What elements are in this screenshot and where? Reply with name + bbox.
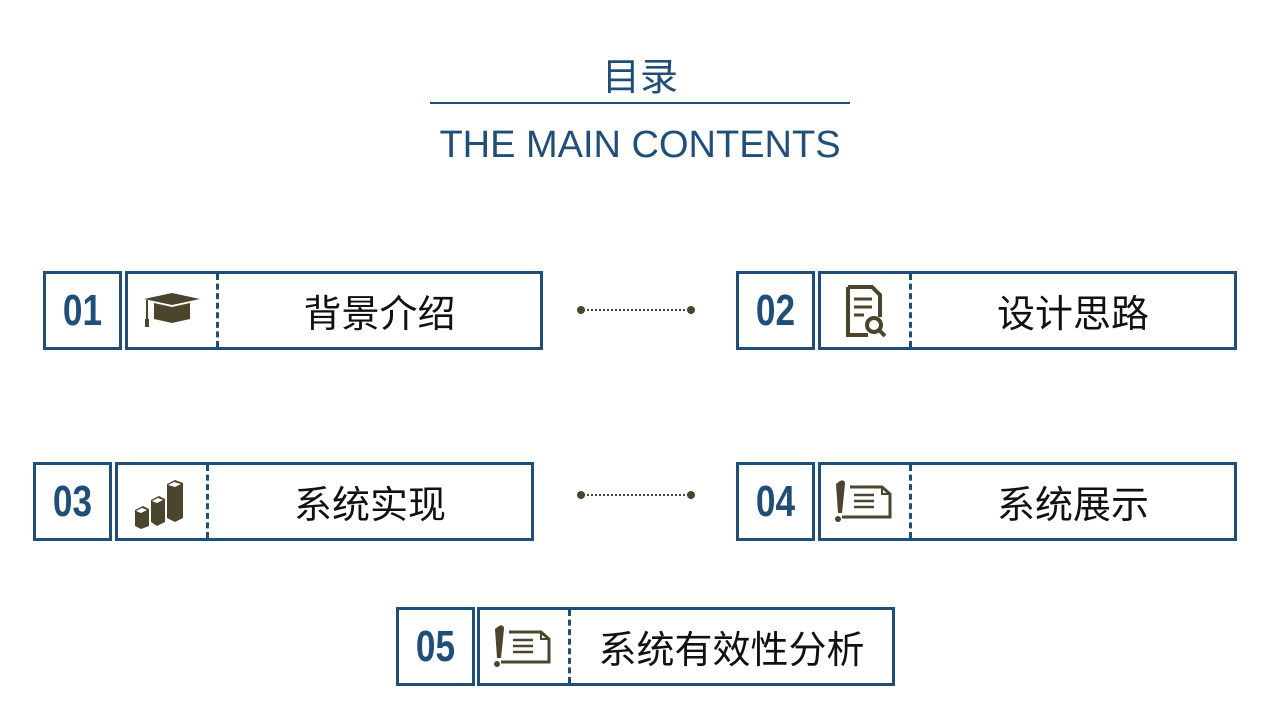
toc-item-04[interactable]: 系统展示 (818, 462, 1237, 541)
item-number-02: 02 (736, 271, 815, 350)
dotted-connector (577, 306, 695, 314)
toc-item-05[interactable]: 系统有效性分析 (477, 607, 895, 686)
item-label: 背景介绍 (303, 292, 456, 336)
dashed-divider (216, 274, 219, 347)
item-number-05: 05 (396, 607, 475, 686)
item-number-03: 03 (33, 462, 112, 541)
page-subtitle: THE MAIN CONTENTS (439, 124, 841, 166)
item-number-01: 01 (43, 271, 122, 350)
toc-item-03[interactable]: 系统实现 (115, 462, 534, 541)
title-divider (430, 102, 850, 104)
toc-item-02[interactable]: 设计思路 (818, 271, 1237, 350)
dashed-divider (206, 465, 209, 538)
dashed-divider (568, 610, 571, 683)
pen-document-icon (480, 610, 568, 683)
page-title: 目录 (601, 55, 678, 99)
dashed-divider (909, 465, 912, 538)
dashed-divider (909, 274, 912, 347)
graduation-cap-icon (128, 274, 216, 347)
bar-blocks-icon (118, 465, 206, 538)
item-label: 系统实现 (293, 483, 446, 527)
toc-item-01[interactable]: 背景介绍 (125, 271, 543, 350)
item-number-04: 04 (736, 462, 815, 541)
item-label: 系统展示 (996, 483, 1149, 527)
dotted-connector (577, 491, 695, 499)
document-search-icon (821, 274, 909, 347)
pen-document-icon (821, 465, 909, 538)
item-label: 系统有效性分析 (598, 628, 865, 672)
item-label: 设计思路 (996, 292, 1149, 336)
